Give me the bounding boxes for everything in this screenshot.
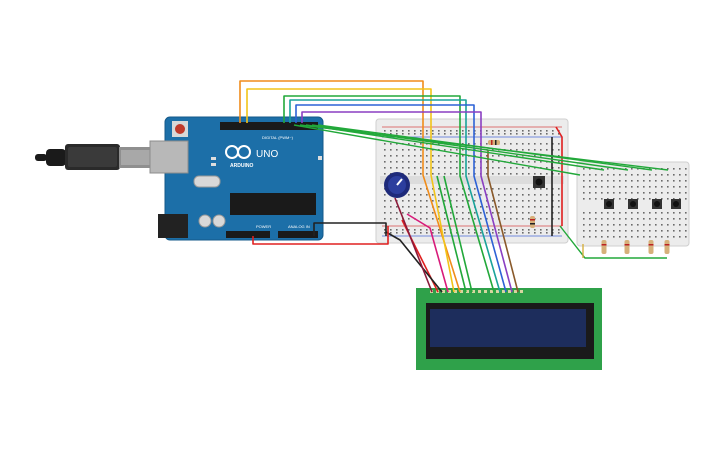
wire-yellow[interactable]: [246, 88, 455, 293]
resistor: [488, 140, 500, 145]
potentiometer[interactable]: [384, 172, 410, 198]
wire-button-4[interactable]: [299, 124, 669, 171]
usb-cable[interactable]: [35, 144, 153, 170]
digital-header[interactable]: [220, 122, 318, 130]
pushbutton-main[interactable]: [533, 176, 545, 188]
resistor: [664, 240, 670, 254]
wire-green-2[interactable]: [436, 175, 467, 293]
power-jack: [158, 214, 188, 238]
wire-black-power[interactable]: [313, 222, 387, 236]
wire-green-1[interactable]: [283, 95, 495, 293]
wire-red-rail[interactable]: [555, 126, 563, 226]
resistor: [624, 240, 630, 254]
power-header[interactable]: [226, 231, 270, 238]
wire-button-5[interactable]: [293, 124, 581, 176]
analog-header[interactable]: [278, 231, 318, 238]
resistor: [601, 240, 607, 254]
resistor: [648, 240, 654, 254]
power-label: POWER: [256, 224, 271, 229]
wire-red-power[interactable]: [252, 226, 389, 245]
analog-label: ANALOG IN: [288, 224, 310, 229]
usb-port: [149, 140, 189, 174]
arduino-logo-icon: [225, 145, 251, 159]
atmega-chip: [230, 193, 316, 215]
wire-black-lcd[interactable]: [385, 231, 443, 293]
pushbutton-1[interactable]: [604, 199, 614, 209]
wire-teal[interactable]: [289, 99, 501, 293]
arduino-uno-board[interactable]: ARDUINO UNO DIGITAL (PWM~) POWER ANALOG …: [149, 116, 324, 241]
lcd-display[interactable]: [416, 288, 602, 370]
lcd-screen: [430, 309, 586, 347]
wire-green-3[interactable]: [443, 175, 473, 293]
pushbutton-4[interactable]: [671, 199, 681, 209]
wire-blue[interactable]: [295, 104, 507, 293]
pushbutton-2[interactable]: [628, 199, 638, 209]
digital-label: DIGITAL (PWM~): [262, 135, 294, 140]
wire-ground-buttons[interactable]: [559, 225, 667, 259]
wire-maroon[interactable]: [394, 197, 433, 293]
arduino-model-label: UNO: [256, 149, 278, 160]
wire-orange[interactable]: [239, 80, 461, 293]
wire-pink[interactable]: [406, 213, 449, 293]
resistor: [530, 216, 535, 228]
pushbutton-3[interactable]: [652, 199, 662, 209]
wire-purple[interactable]: [301, 111, 513, 293]
arduino-brand-label: ARDUINO: [230, 163, 253, 169]
